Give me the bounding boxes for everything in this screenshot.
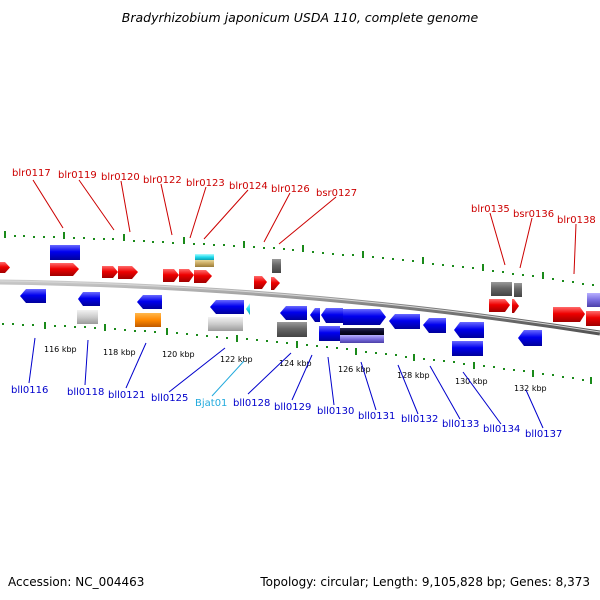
gene-label[interactable]: bll0118: [67, 387, 104, 398]
gene-arrow-forward[interactable]: [343, 309, 386, 325]
gene-block-gray[interactable]: [277, 322, 307, 337]
gene-block-light[interactable]: [208, 317, 243, 331]
gene-block-tan[interactable]: [195, 260, 214, 267]
gene-label[interactable]: bll0132: [401, 414, 438, 425]
scale-tick-label: 124 kbp: [279, 359, 312, 368]
gene-block-gray[interactable]: [514, 283, 522, 297]
reverse-strand-genes: [20, 289, 542, 356]
gene-block-purple[interactable]: [340, 335, 384, 343]
gene-arrow-forward[interactable]: [118, 266, 138, 279]
gene-label[interactable]: blr0123: [186, 178, 225, 189]
gene-arrow-forward[interactable]: [163, 269, 179, 282]
gene-label[interactable]: bll0137: [525, 429, 562, 440]
gene-arrow-forward[interactable]: [512, 299, 519, 313]
gene-arrow-forward[interactable]: [194, 270, 212, 283]
gene-arrow-forward[interactable]: [586, 311, 600, 326]
gene-arrow-reverse[interactable]: [280, 306, 307, 320]
gene-label[interactable]: bll0128: [233, 398, 270, 409]
gene-arrow-reverse[interactable]: [389, 314, 420, 329]
gene-arrow-forward[interactable]: [553, 307, 585, 322]
scale-tick-label: 120 kbp: [162, 350, 195, 359]
gene-block-light[interactable]: [77, 310, 98, 324]
gene-block-gray[interactable]: [491, 282, 512, 296]
forward-strand-genes: [0, 245, 600, 326]
gene-arrow-reverse[interactable]: [78, 292, 100, 306]
lower-scale: [2, 322, 592, 384]
gene-label[interactable]: bll0125: [151, 393, 188, 404]
rna-leader-line: [211, 360, 245, 397]
gene-label[interactable]: Bjat01: [195, 398, 227, 409]
gene-arrow-forward[interactable]: [254, 276, 267, 289]
gene-label[interactable]: blr0138: [557, 215, 596, 226]
scale-tick-label: 128 kbp: [397, 371, 430, 380]
gene-arrow-forward[interactable]: [0, 262, 10, 273]
bottom-gene-labels: bll0116 bll0118 bll0121 bll0125 Bjat01 b…: [11, 385, 562, 440]
scale-labels: 116 kbp 118 kbp 120 kbp 122 kbp 124 kbp …: [44, 345, 547, 393]
map-title: Bradyrhizobium japonicum USDA 110, compl…: [121, 10, 479, 25]
gene-block-purple[interactable]: [587, 293, 600, 307]
gene-arrow-reverse[interactable]: [454, 322, 484, 338]
gene-block-cyan[interactable]: [195, 254, 214, 260]
gene-block-gray[interactable]: [272, 259, 281, 273]
gene-label[interactable]: blr0119: [58, 170, 97, 181]
gene-arrow-forward[interactable]: [102, 266, 118, 278]
gene-block-navy[interactable]: [340, 328, 384, 335]
gene-label[interactable]: bll0121: [108, 390, 145, 401]
gene-arrow-reverse[interactable]: [310, 308, 320, 322]
gene-label[interactable]: bll0116: [11, 385, 48, 396]
gene-block-blue[interactable]: [50, 245, 80, 260]
upper-scale: [4, 231, 594, 286]
scale-tick-label: 122 kbp: [220, 355, 253, 364]
gene-label[interactable]: blr0122: [143, 175, 182, 186]
genome-backbone-highlight: [0, 280, 600, 333]
gene-label[interactable]: bsr0136: [513, 209, 554, 220]
gene-block-blue[interactable]: [452, 341, 483, 356]
top-gene-labels: blr0117 blr0119 blr0120 blr0122 blr0123 …: [12, 168, 596, 226]
accession-text: Accession: NC_004463: [8, 575, 145, 589]
gene-arrow-reverse[interactable]: [246, 303, 250, 315]
scale-tick-label: 118 kbp: [103, 348, 136, 357]
gene-label[interactable]: bll0133: [442, 419, 479, 430]
gene-arrow-reverse[interactable]: [137, 295, 162, 309]
gene-arrow-reverse[interactable]: [321, 308, 343, 323]
gene-label[interactable]: blr0126: [271, 184, 310, 195]
gene-label[interactable]: blr0120: [101, 172, 140, 183]
gene-label[interactable]: blr0135: [471, 204, 510, 215]
scale-tick-label: 130 kbp: [455, 377, 488, 386]
gene-arrow-forward[interactable]: [489, 299, 510, 312]
genome-backbone: [0, 279, 600, 336]
scale-tick-label: 132 kbp: [514, 384, 547, 393]
genome-summary-text: Topology: circular; Length: 9,105,828 bp…: [260, 575, 590, 589]
gene-arrow-reverse[interactable]: [423, 318, 446, 333]
gene-label[interactable]: blr0117: [12, 168, 51, 179]
top-leader-lines: [32, 179, 577, 275]
gene-arrow-reverse[interactable]: [518, 330, 542, 346]
gene-label[interactable]: bll0130: [317, 406, 354, 417]
gene-block-orange[interactable]: [135, 313, 161, 327]
gene-label[interactable]: bll0134: [483, 424, 520, 435]
gene-arrow-reverse[interactable]: [20, 289, 46, 303]
gene-label[interactable]: bsr0127: [316, 188, 357, 199]
gene-arrow-forward[interactable]: [179, 269, 194, 282]
gene-label[interactable]: bll0129: [274, 402, 311, 413]
gene-arrow-forward[interactable]: [50, 263, 79, 276]
gene-label[interactable]: blr0124: [229, 181, 268, 192]
gene-block-blue[interactable]: [319, 326, 340, 341]
gene-arrow-reverse[interactable]: [210, 300, 244, 314]
bottom-leader-lines: [28, 337, 544, 429]
gene-label[interactable]: bll0131: [358, 411, 395, 422]
scale-tick-label: 126 kbp: [338, 365, 371, 374]
gene-arrow-forward[interactable]: [271, 277, 280, 290]
scale-tick-label: 116 kbp: [44, 345, 77, 354]
